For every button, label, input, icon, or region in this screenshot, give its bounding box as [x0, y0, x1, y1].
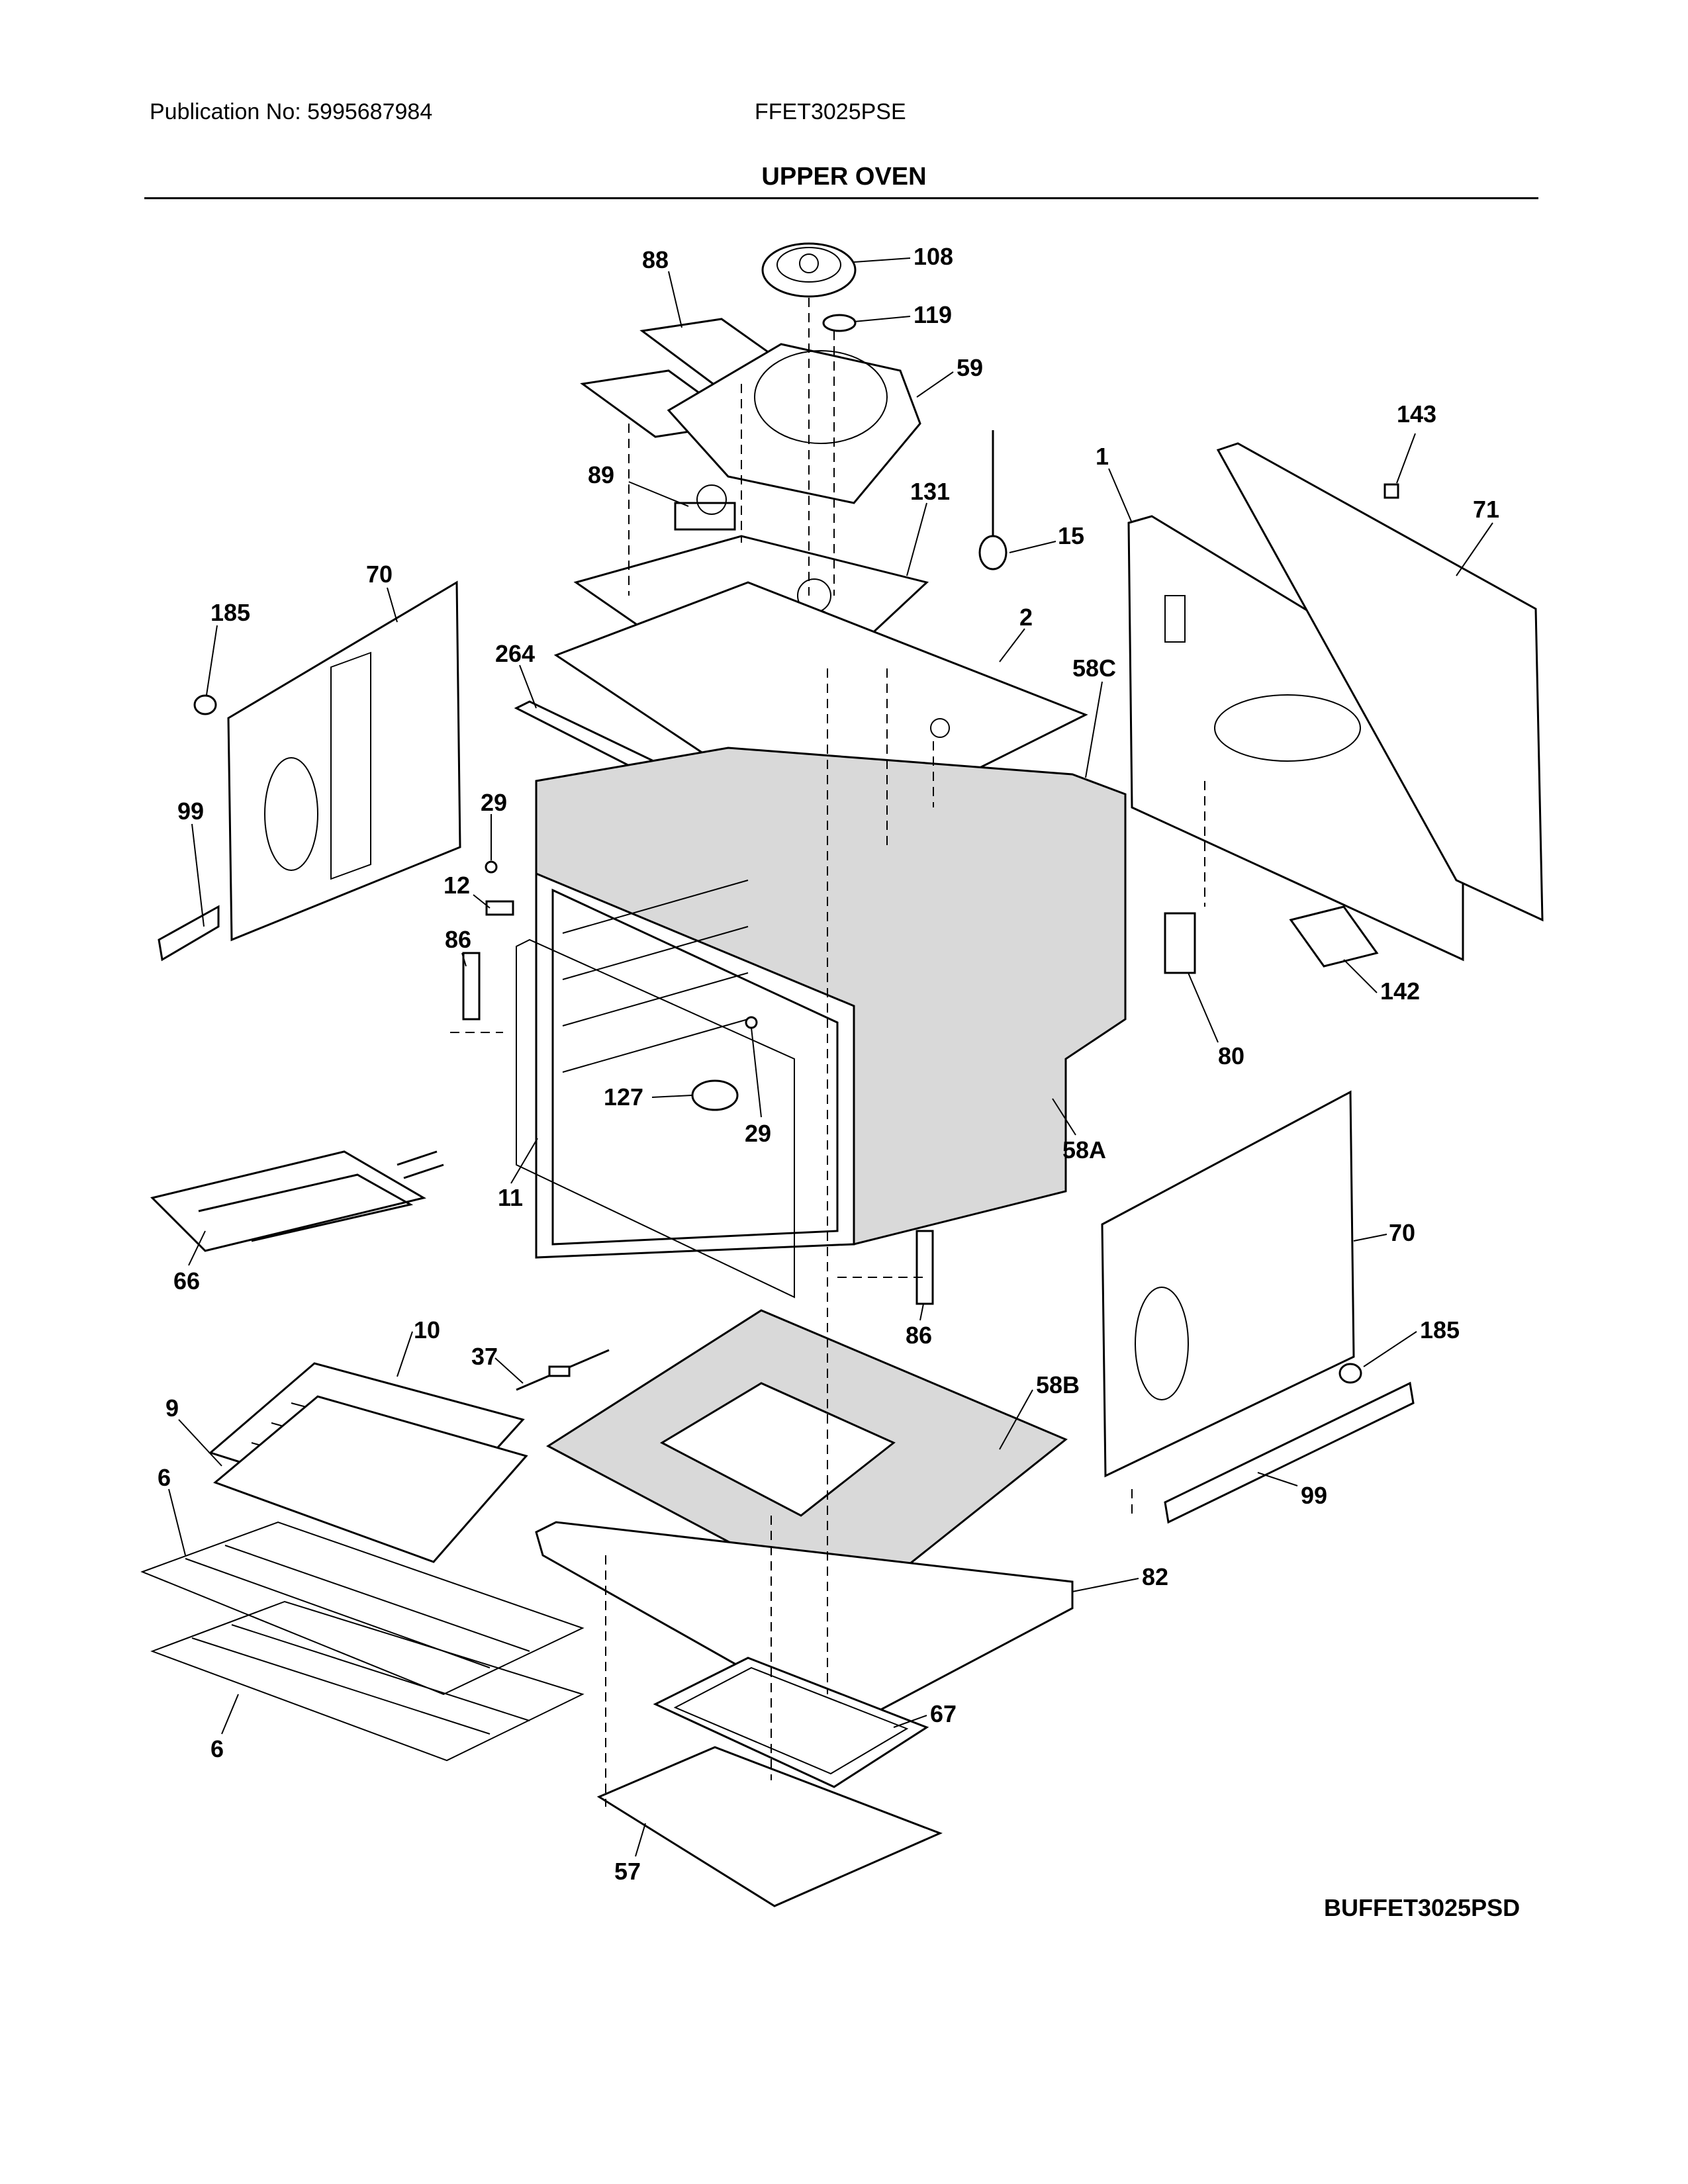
oven-rack-upper-part: [140, 1521, 585, 1696]
callout-15: 15: [1058, 522, 1084, 549]
callout-127: 127: [604, 1083, 643, 1111]
callout-185: 185: [211, 599, 250, 626]
callout-59: 59: [957, 354, 983, 381]
probe-sensor-part: [978, 430, 1008, 570]
header-divider: [144, 197, 1538, 199]
hidden-bake-element-part: [653, 1657, 929, 1788]
callout-10: 10: [414, 1316, 440, 1343]
door-latch-part: [1164, 912, 1196, 974]
sensor-probe-part: [516, 1349, 610, 1391]
leader-lines: [168, 257, 1493, 1857]
callout-264: 264: [495, 640, 535, 667]
callout-71: 71: [1473, 496, 1499, 523]
callout-86-left: 86: [445, 926, 471, 953]
callout-57: 57: [614, 1858, 641, 1885]
door-gasket-part: [516, 938, 795, 1298]
callout-89: 89: [588, 461, 614, 488]
callout-37: 37: [471, 1343, 498, 1370]
alignment-lines: [450, 298, 1205, 1807]
callout-29-upper: 29: [481, 789, 507, 816]
side-panel-right-part: [1101, 1090, 1355, 1478]
callout-131: 131: [910, 478, 950, 505]
callout-99-left: 99: [177, 797, 204, 825]
callout-70: 70: [366, 561, 393, 588]
bake-element-bracket-part: [485, 900, 514, 916]
side-rail-right-part: [1164, 1381, 1415, 1524]
callout-99-right: 99: [1301, 1482, 1327, 1509]
broil-element-part: [150, 1150, 444, 1252]
callout-67: 67: [930, 1700, 957, 1727]
hinge-receptacle-part: [462, 952, 934, 1305]
callout-58C: 58C: [1072, 655, 1116, 682]
callout-29-lower: 29: [745, 1120, 771, 1147]
callout-86-right: 86: [906, 1322, 932, 1349]
fan-bracket-part: [822, 314, 857, 332]
callout-58A: 58A: [1062, 1136, 1106, 1163]
section-title: UPPER OVEN: [761, 163, 927, 191]
back-wrapper-part: [1216, 442, 1544, 922]
callout-108: 108: [914, 243, 953, 270]
callout-2: 2: [1019, 604, 1033, 631]
oven-rack-lower-part: [150, 1600, 585, 1762]
oven-cavity-part: [535, 747, 1127, 1259]
broil-pan-part: [213, 1395, 528, 1563]
fan-shroud-part: [667, 343, 921, 504]
callout-70-right: 70: [1389, 1219, 1415, 1246]
callout-6-upper: 6: [158, 1464, 171, 1491]
callout-12: 12: [444, 872, 470, 899]
side-panel-left-part: [227, 580, 461, 942]
motor-switch-part: [674, 484, 736, 531]
callout-58B: 58B: [1036, 1371, 1080, 1398]
callout-labels: 108 88 119 59 143 1 89 131 71 15 70 185 …: [158, 243, 1499, 1885]
model-number: FFET3025PSE: [755, 99, 906, 124]
plug-button-part: [193, 694, 1362, 1384]
callout-143: 143: [1397, 400, 1436, 428]
publication-number: Publication No: 5995687984: [150, 99, 433, 124]
callout-6-lower: 6: [211, 1735, 224, 1762]
callout-9: 9: [165, 1394, 179, 1422]
clip-part: [1383, 483, 1399, 499]
callout-66: 66: [173, 1267, 200, 1295]
bake-element-frame-part: [535, 1521, 1074, 1729]
callout-142: 142: [1380, 978, 1420, 1005]
callout-119: 119: [914, 301, 952, 328]
callout-82: 82: [1142, 1563, 1168, 1590]
callout-80: 80: [1218, 1042, 1244, 1069]
bottom-panel-part: [596, 1746, 943, 1907]
wire-cover-part: [1289, 905, 1379, 968]
callout-185-right: 185: [1420, 1316, 1460, 1343]
callout-1: 1: [1096, 443, 1109, 470]
fan-motor-part: [761, 242, 857, 298]
callout-11: 11: [498, 1184, 523, 1211]
callout-88: 88: [642, 246, 669, 273]
diagram-reference-code: BUFFET3025PSD: [1324, 1894, 1521, 1921]
side-rail-left-part: [158, 905, 220, 962]
